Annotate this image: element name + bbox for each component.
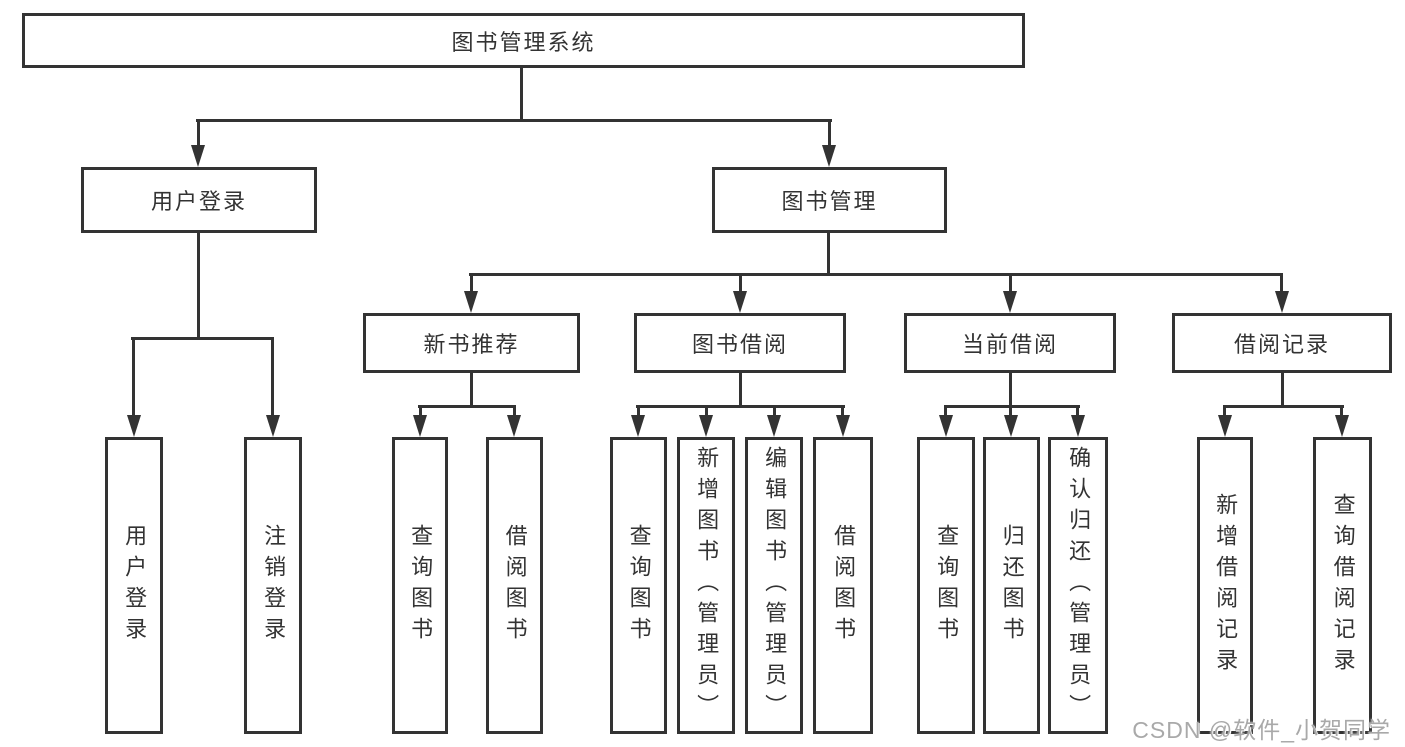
arrow-down-icon [1335, 415, 1349, 437]
node-leaf-logout-label: 注销登录 [261, 523, 287, 648]
node-leaf-current-return-books-label: 归还图书 [999, 523, 1025, 648]
connector-line [828, 119, 831, 149]
node-leaf-records-add-record-label: 新增借阅记录 [1213, 492, 1239, 679]
connector-line [841, 405, 844, 421]
connector-line [196, 119, 832, 122]
connector-line [637, 405, 640, 421]
connector-line [705, 405, 708, 421]
node-leaf-borrow-query-books: 查询图书 [610, 437, 667, 734]
node-leaf-borrow-borrow-books: 借阅图书 [813, 437, 873, 734]
node-leaf-records-add-record: 新增借阅记录 [1197, 437, 1253, 734]
node-leaf-borrow-add-books-admin-label: 新增图书（管理员） [694, 446, 720, 725]
node-leaf-current-confirm-return-admin: 确认归还（管理员） [1048, 437, 1108, 734]
node-leaf-recommend-borrow-books: 借阅图书 [486, 437, 543, 734]
node-leaf-records-query-record-label: 查询借阅记录 [1330, 492, 1356, 679]
arrow-down-icon [631, 415, 645, 437]
connector-line [1340, 405, 1343, 421]
arrow-down-icon [939, 415, 953, 437]
connector-line [469, 273, 1283, 276]
arrow-down-icon [822, 145, 836, 167]
arrow-down-icon [464, 291, 478, 313]
node-leaf-current-return-books: 归还图书 [983, 437, 1040, 734]
node-leaf-records-query-record: 查询借阅记录 [1313, 437, 1372, 734]
connector-line [1281, 373, 1284, 407]
node-leaf-borrow-add-books-admin: 新增图书（管理员） [677, 437, 735, 734]
connector-line [1223, 405, 1226, 421]
arrow-down-icon [1218, 415, 1232, 437]
arrow-down-icon [266, 415, 280, 437]
connector-line [739, 373, 742, 407]
connector-line [827, 233, 830, 275]
arrow-down-icon [1004, 415, 1018, 437]
node-leaf-current-confirm-return-admin-label: 确认归还（管理员） [1066, 446, 1092, 725]
connector-line [1076, 405, 1079, 421]
connector-line [944, 405, 947, 421]
connector-line [197, 233, 200, 339]
node-leaf-user-login-label: 用户登录 [122, 523, 148, 648]
connector-line [1280, 273, 1283, 297]
arrow-down-icon [1275, 291, 1289, 313]
node-leaf-borrow-query-books-label: 查询图书 [626, 523, 652, 648]
connector-line [1009, 405, 1012, 421]
arrow-down-icon [1071, 415, 1085, 437]
node-leaf-borrow-edit-books-admin-label: 编辑图书（管理员） [762, 446, 788, 725]
node-book-borrow: 图书借阅 [634, 313, 846, 373]
connector-line [197, 119, 200, 149]
arrow-down-icon [733, 291, 747, 313]
node-current-borrow: 当前借阅 [904, 313, 1116, 373]
connector-line [739, 273, 742, 297]
csdn-watermark: CSDN @软件_小贺同学 [1132, 717, 1391, 743]
node-new-book-recommend: 新书推荐 [363, 313, 580, 373]
node-leaf-current-query-books: 查询图书 [917, 437, 975, 734]
node-book-borrow-label: 图书借阅 [691, 332, 788, 357]
node-leaf-recommend-borrow-books-label: 借阅图书 [502, 523, 528, 648]
arrow-down-icon [127, 415, 141, 437]
connector-line [944, 405, 1080, 408]
node-user-login: 用户登录 [81, 167, 317, 233]
node-leaf-recommend-query-books-label: 查询图书 [408, 523, 434, 648]
node-leaf-user-login: 用户登录 [105, 437, 163, 734]
connector-line [132, 337, 135, 419]
node-current-borrow-label: 当前借阅 [961, 332, 1058, 357]
node-user-login-label: 用户登录 [150, 189, 247, 214]
arrow-down-icon [413, 415, 427, 437]
connector-line [520, 68, 523, 121]
node-borrow-records: 借阅记录 [1172, 313, 1392, 373]
connector-line [418, 405, 516, 408]
node-root-label: 图书管理系统 [451, 29, 596, 55]
connector-line [1009, 273, 1012, 297]
node-new-book-recommend-label: 新书推荐 [423, 332, 520, 357]
connector-line [470, 273, 473, 297]
node-leaf-borrow-edit-books-admin: 编辑图书（管理员） [745, 437, 803, 734]
node-borrow-records-label: 借阅记录 [1233, 332, 1330, 357]
node-book-management: 图书管理 [712, 167, 947, 233]
connector-line [513, 405, 516, 421]
node-book-management-label: 图书管理 [781, 189, 878, 214]
arrow-down-icon [836, 415, 850, 437]
node-leaf-borrow-borrow-books-label: 借阅图书 [831, 523, 857, 648]
arrow-down-icon [699, 415, 713, 437]
arrow-down-icon [1003, 291, 1017, 313]
connector-line [419, 405, 422, 421]
connector-line [470, 373, 473, 407]
connector-line [271, 337, 274, 419]
node-leaf-logout: 注销登录 [244, 437, 302, 734]
arrow-down-icon [767, 415, 781, 437]
node-leaf-recommend-query-books: 查询图书 [392, 437, 448, 734]
arrow-down-icon [507, 415, 521, 437]
connector-line [1009, 373, 1012, 407]
connector-line [1223, 405, 1344, 408]
arrow-down-icon [191, 145, 205, 167]
node-leaf-current-query-books-label: 查询图书 [934, 523, 960, 648]
connector-line [773, 405, 776, 421]
connector-line [131, 337, 274, 340]
node-root-book-management-system: 图书管理系统 [22, 13, 1025, 68]
connector-line [636, 405, 845, 408]
